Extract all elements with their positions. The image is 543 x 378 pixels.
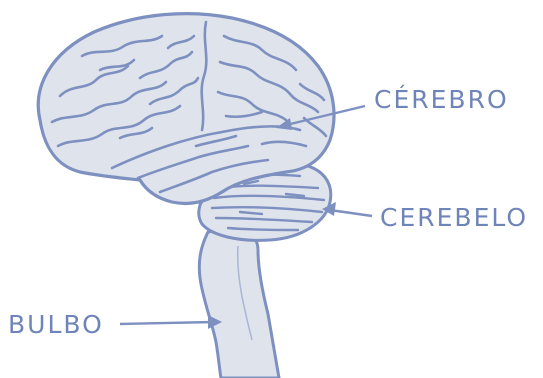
label-cerebro: CÉREBRO [374,87,509,112]
pointer-bulbo [120,315,222,329]
brainstem-shape [199,228,279,378]
label-cerebelo: CEREBELO [380,205,528,230]
label-bulbo: BULBO [8,312,104,337]
